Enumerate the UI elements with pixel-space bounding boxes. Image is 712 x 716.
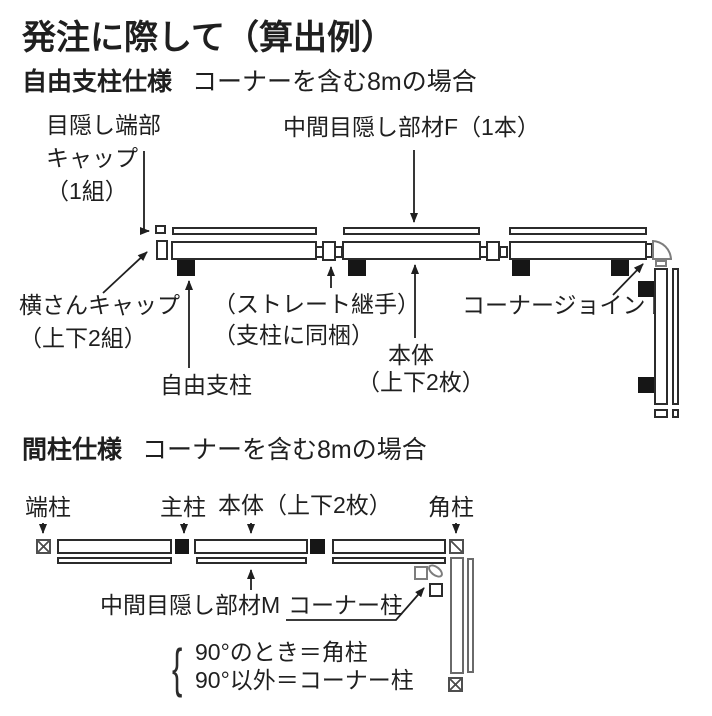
- label-straight-joint: （ストレート継手） （支柱に同梱）: [213, 289, 420, 351]
- straight-joint-2-body: [486, 241, 500, 261]
- corner-pillar-ellipse: [425, 561, 446, 581]
- label-mekakushi-end-cap-line1: 目隠し端部: [46, 112, 161, 138]
- note-line1: 90°のとき＝角柱: [195, 639, 368, 665]
- free-post-block-4: [611, 260, 629, 276]
- free-post-block-2: [348, 260, 366, 276]
- stud-vertical-panel: [450, 557, 464, 674]
- end-post-shape: [36, 539, 51, 554]
- corner-joint-shape: [652, 240, 672, 260]
- note-brace: {: [172, 638, 183, 699]
- free-post-block-1: [177, 260, 195, 276]
- corner-pillar-square-2: [429, 583, 443, 597]
- stud-heading-rest: コーナーを含む8mの場合: [142, 436, 427, 464]
- label-mekakushi-end-cap-line3: （1組）: [46, 178, 128, 204]
- bottom-end-post-shape: [448, 677, 463, 692]
- main-post-block-2: [310, 539, 325, 554]
- arrow-yokosan-cap: [102, 251, 148, 294]
- label-mekakushi-end-cap: 目隠し端部 キャップ （1組）: [46, 109, 161, 208]
- label-free-post: 自由支柱: [160, 372, 252, 398]
- free-post-block-3: [512, 260, 530, 276]
- stud-panel-3: [332, 539, 446, 554]
- privacy-rail-1: [172, 227, 317, 235]
- label-body-line1: 本体: [388, 342, 434, 368]
- label-end-post: 端柱: [25, 494, 71, 520]
- label-corner-post: 角柱: [428, 494, 474, 520]
- label-yokosan-cap: 横さんキャップ （上下2組）: [19, 289, 180, 355]
- label-yokosan-cap-line2: （上下2組）: [19, 325, 147, 351]
- corner-joint-lower-cap: [655, 260, 667, 267]
- corner-pillar-square-1: [414, 566, 428, 580]
- label-straight-joint-line2: （支柱に同梱）: [213, 322, 374, 348]
- privacy-rail-3: [509, 227, 647, 235]
- free-post-heading-bold: 自由支柱仕様: [22, 68, 173, 96]
- stud-panel-1: [57, 539, 172, 554]
- label-body-2: 本体（上下2枚）: [218, 492, 392, 518]
- stud-panel-2: [194, 539, 308, 554]
- label-middle-panel-f: 中間目隠し部材F（1本）: [283, 114, 540, 140]
- fence-panel-2: [342, 241, 481, 260]
- label-body-line2: （上下2枚）: [357, 369, 485, 395]
- fence-panel-3: [509, 241, 647, 260]
- note-text: 90°のとき＝角柱 90°以外＝コーナー柱: [195, 638, 414, 694]
- vertical-fence-panel: [654, 268, 668, 405]
- yokosan-cap-shape: [156, 240, 168, 260]
- free-post-heading-rest: コーナーを含む8mの場合: [192, 68, 477, 96]
- straight-joint-1-body: [322, 241, 336, 261]
- label-middle-panel-m: 中間目隠し部材M: [100, 592, 281, 618]
- stud-rail-2: [196, 557, 307, 564]
- label-main-post: 主柱: [160, 494, 206, 520]
- stud-vertical-rail: [467, 558, 474, 673]
- corner-post-shape: [449, 539, 464, 554]
- note-line2: 90°以外＝コーナー柱: [195, 667, 414, 693]
- stud-heading-bold: 間柱仕様: [22, 436, 123, 464]
- label-mekakushi-end-cap-line2: キャップ: [46, 145, 138, 171]
- stud-rail-3: [332, 557, 446, 564]
- vertical-bottom-cap-narrow: [672, 409, 679, 418]
- fence-panel-1: [171, 241, 317, 260]
- stud-rail-1: [57, 557, 172, 564]
- mekakushi-end-cap-shape: [155, 225, 166, 234]
- vertical-free-post-bottom: [638, 377, 654, 393]
- free-post-section-heading: 自由支柱仕様コーナーを含む8mの場合: [22, 62, 477, 98]
- label-straight-joint-line1: （ストレート継手）: [213, 291, 420, 317]
- main-post-block-1: [175, 539, 189, 554]
- vertical-bottom-cap-wide: [654, 409, 668, 418]
- vertical-free-post-top: [638, 281, 654, 297]
- label-corner-pillar: コーナー柱: [288, 592, 403, 618]
- label-corner-joint: コーナージョイント: [462, 292, 669, 318]
- vertical-privacy-rail: [672, 268, 679, 405]
- page-title: 発注に際して（算出例）: [22, 19, 395, 57]
- straight-joint-2-right-tab: [499, 246, 508, 258]
- label-yokosan-cap-line1: 横さんキャップ: [19, 292, 180, 318]
- privacy-rail-2: [343, 227, 480, 235]
- stud-section-heading: 間柱仕様コーナーを含む8mの場合: [22, 430, 427, 466]
